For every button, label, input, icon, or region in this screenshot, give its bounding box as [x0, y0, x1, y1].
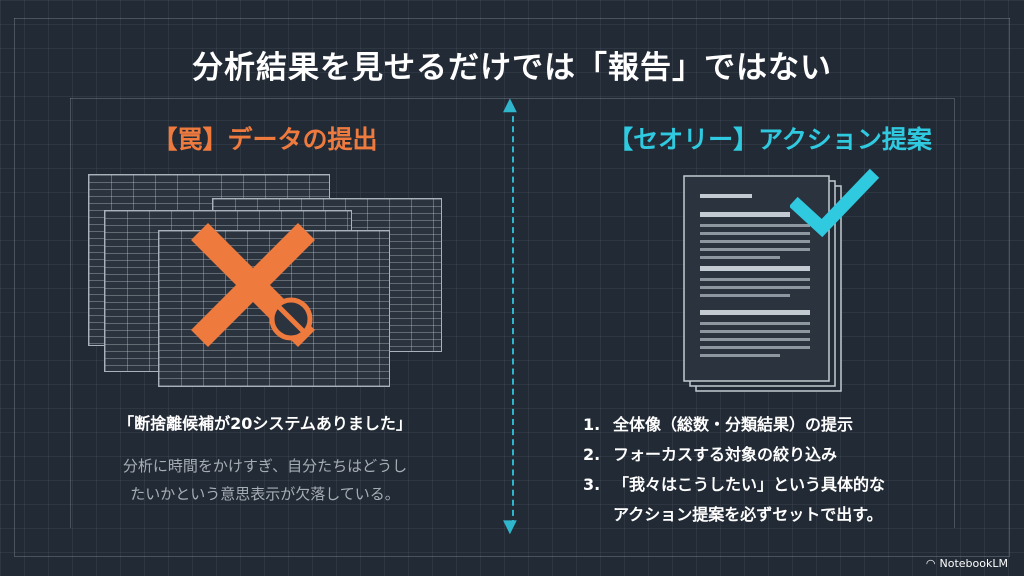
step-number: 1.	[583, 415, 601, 434]
frame-bottom	[14, 556, 1010, 557]
step-text: アクション提案を必ずセットで出す。	[613, 505, 883, 524]
step-number	[583, 500, 613, 530]
arrow-up-icon: ▲	[503, 94, 517, 115]
trap-note-line: たいかという意思表示が欠落している。	[130, 485, 400, 503]
trap-note: 分析に時間をかけすぎ、自分たちはどうし たいかという意思表示が欠落している。	[80, 452, 450, 508]
action-steps: 1. 全体像（総数・分類結果）の提示 2. フォーカスする対象の絞り込み 3. …	[583, 410, 983, 530]
slide-title: 分析結果を見せるだけでは「報告」ではない	[192, 49, 832, 86]
notebooklm-logo-icon: ◠	[925, 557, 936, 570]
trap-quote: 「断捨離候補が20システムありました」	[118, 414, 412, 433]
right-panel-border	[954, 98, 955, 528]
step-number: 3.	[583, 475, 601, 494]
prohibited-icon	[269, 297, 313, 341]
step-item: 1. 全体像（総数・分類結果）の提示	[583, 410, 983, 440]
trap-heading: 【罠】データの提出	[152, 125, 378, 154]
frame-right	[1009, 18, 1010, 556]
step-text: 「我々はこうしたい」という具体的な	[613, 475, 886, 494]
step-text: フォーカスする対象の絞り込み	[613, 445, 838, 464]
step-number: 2.	[583, 445, 601, 464]
step-text: 全体像（総数・分類結果）の提示	[613, 415, 854, 434]
title-bar-bottom	[70, 98, 954, 99]
step-item: アクション提案を必ずセットで出す。	[583, 500, 983, 530]
center-divider	[512, 106, 514, 526]
frame-left	[14, 18, 15, 556]
step-item: 3. 「我々はこうしたい」という具体的な	[583, 470, 983, 500]
step-item: 2. フォーカスする対象の絞り込み	[583, 440, 983, 470]
document-icon	[683, 175, 842, 392]
arrow-down-icon: ▼	[503, 516, 517, 537]
brand-name: NotebookLM	[939, 557, 1008, 570]
check-icon	[790, 168, 880, 238]
theory-heading: 【セオリー】アクション提案	[608, 125, 932, 154]
trap-note-line: 分析に時間をかけすぎ、自分たちはどうし	[122, 457, 408, 475]
brand-watermark: ◠ NotebookLM	[926, 557, 1008, 570]
left-panel-border	[70, 98, 71, 528]
frame-top	[14, 18, 1010, 19]
